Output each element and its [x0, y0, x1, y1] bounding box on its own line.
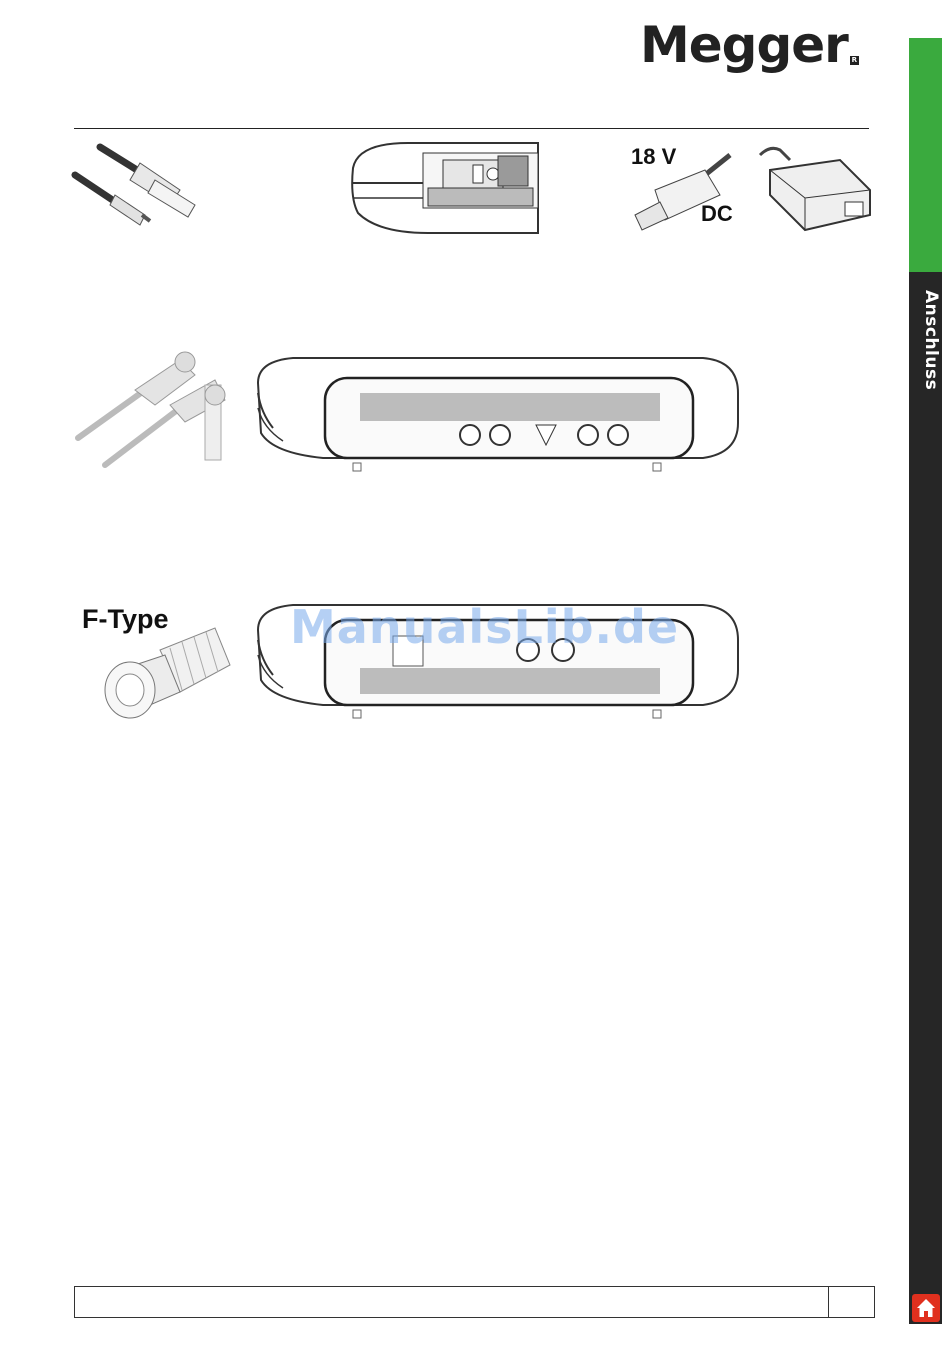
usb-cable-illustration — [70, 135, 210, 235]
sidebar-section-label: Anschluss — [911, 290, 941, 410]
watermark: ManualsLib.de — [290, 600, 679, 654]
f-type-connector-illustration — [100, 620, 240, 720]
footer-divider — [828, 1286, 829, 1318]
home-icon — [912, 1294, 940, 1322]
footer-frame — [74, 1286, 875, 1318]
home-button[interactable] — [912, 1294, 940, 1322]
sidebar-bar — [909, 272, 942, 1324]
device-side-port-illustration — [348, 138, 548, 238]
device-front-jacks-illustration — [253, 353, 743, 473]
sidebar-accent — [909, 38, 942, 272]
power-adapter-illustration — [630, 140, 880, 240]
header-rule — [74, 128, 869, 129]
probe-cable-illustration — [70, 350, 240, 470]
registered-mark: R — [850, 56, 859, 65]
